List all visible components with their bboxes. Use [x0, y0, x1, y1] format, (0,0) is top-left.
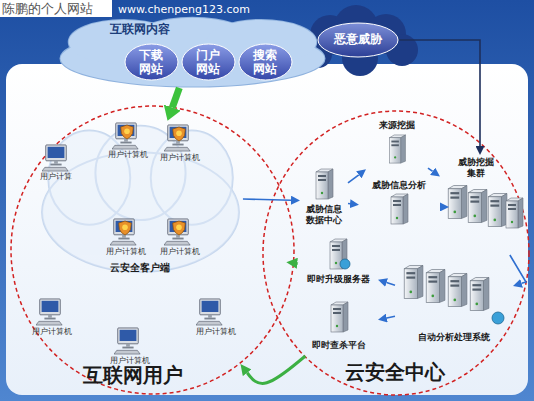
flow-arrow	[387, 316, 395, 318]
watermark: 陈鹏的个人网站	[2, 1, 93, 17]
server-icon	[426, 270, 445, 303]
servers	[316, 135, 523, 332]
flow-arrow	[247, 356, 305, 383]
node-label: 威胁信息分析	[358, 180, 440, 191]
cloud-outline	[42, 126, 239, 272]
server-node: 即时升级服务器	[298, 240, 378, 294]
computer-label: 用户计算机	[110, 356, 150, 366]
ellipse-outline	[11, 106, 294, 394]
computer-icon	[114, 328, 140, 354]
cloud-puff	[151, 131, 233, 225]
node-label: 威胁挖掘 集群	[454, 157, 498, 179]
computer-icon	[110, 219, 136, 245]
flow-arrow	[348, 175, 359, 183]
ellipse-outline	[263, 111, 529, 395]
server-icon	[330, 239, 347, 269]
computer-icon	[164, 219, 190, 245]
computer-icon	[36, 299, 62, 325]
user-computers	[36, 123, 222, 354]
watermark: www.chenpeng123.com	[118, 3, 250, 16]
cloud-fill	[61, 18, 325, 87]
node-label: 来源挖掘	[366, 120, 428, 131]
flow-arrow	[348, 203, 350, 205]
server-node: 威胁信息分析	[358, 180, 440, 238]
server-icon	[404, 266, 423, 299]
computer-label: 用户计算机	[160, 153, 200, 163]
website-ellipse: 下载 网站	[124, 43, 179, 81]
server-icon	[470, 278, 489, 311]
server-icon	[488, 194, 507, 227]
server-icon	[506, 198, 523, 228]
node-label: 恶意威胁	[323, 32, 393, 46]
flow-arrow	[428, 168, 433, 171]
panel	[6, 64, 528, 395]
server-cluster: 自动分析处理系统	[395, 262, 513, 346]
node-label: 云安全中心	[322, 360, 467, 384]
threat-ellipse: 恶意威胁	[317, 22, 399, 58]
ellipse-outline	[318, 23, 398, 57]
website-ellipse: 门户 网站	[181, 43, 236, 81]
shield-icon	[173, 127, 186, 141]
node-label: 云安全客户端	[95, 262, 185, 274]
flow-arrow	[296, 262, 300, 265]
server-icon	[331, 302, 348, 332]
flow-arrow	[510, 255, 526, 283]
node-label: 互联网用户	[60, 363, 205, 387]
computer-icon	[196, 299, 222, 325]
server-icon	[390, 135, 406, 163]
computer-label: 用户计算机	[32, 327, 72, 337]
server-icon	[316, 169, 333, 199]
ellipse-outline	[182, 44, 235, 80]
globe-icon	[492, 312, 504, 324]
node-label: 即时升级服务器	[298, 274, 378, 285]
computer-label: 用户计算机	[196, 327, 236, 337]
computer-icon	[112, 123, 138, 149]
cloud-puff	[151, 131, 233, 225]
computer-label: 用户计算机	[106, 247, 146, 257]
flow-arrow	[172, 88, 179, 108]
website-ellipse: 搜索 网站	[238, 43, 293, 81]
computer-icon	[42, 145, 68, 171]
globe-icon	[340, 259, 350, 269]
flow-arrow	[387, 282, 395, 285]
server-icon	[448, 186, 467, 219]
server-icon	[468, 190, 487, 223]
computer-label: 用户计算机	[160, 247, 200, 257]
computer-icon	[164, 125, 190, 151]
cloud-fill	[42, 126, 239, 272]
cloud-outline	[61, 18, 325, 87]
server-cluster: 威胁挖掘 集群	[440, 155, 520, 255]
server-icon	[448, 274, 467, 307]
node-label: 威胁信息 数据中心	[303, 204, 345, 226]
ellipse-outline	[125, 44, 178, 80]
zone-circle: 云安全中心 威胁信息 数据中心 来源挖掘威胁信息分析 威胁挖掘 集群即时升级服务器自动…	[262, 110, 530, 396]
node-label: 自动分析处理系统	[395, 332, 513, 343]
ellipse-outline	[239, 44, 292, 80]
node-outline	[262, 110, 530, 396]
node-label: 即时查杀平台	[300, 340, 378, 351]
flow-arrow	[243, 199, 291, 200]
server-node: 来源挖掘	[366, 120, 428, 172]
shield-icon	[119, 221, 132, 235]
flow-arrow	[399, 40, 480, 146]
internet-content-cloud: 互联网内容下载 网站门户 网站搜索 网站	[55, 14, 330, 88]
node-label: 互联网内容	[95, 22, 185, 36]
node-label: 下载 网站	[136, 48, 166, 77]
server-node: 威胁信息 数据中心	[300, 172, 348, 230]
node-label: 门户 网站	[193, 48, 223, 77]
computer-label: 用户计算机	[108, 150, 148, 160]
shield-icon	[173, 221, 186, 235]
node-label: 搜索 网站	[250, 48, 280, 77]
computer-label: 用户计算	[40, 172, 72, 182]
zone-circle: 互联网用户 云安全客户端	[10, 105, 295, 395]
watermark-band	[0, 0, 112, 17]
shield-icon	[121, 125, 134, 139]
server-node: 即时查杀平台	[300, 300, 378, 356]
server-icon	[391, 194, 408, 224]
